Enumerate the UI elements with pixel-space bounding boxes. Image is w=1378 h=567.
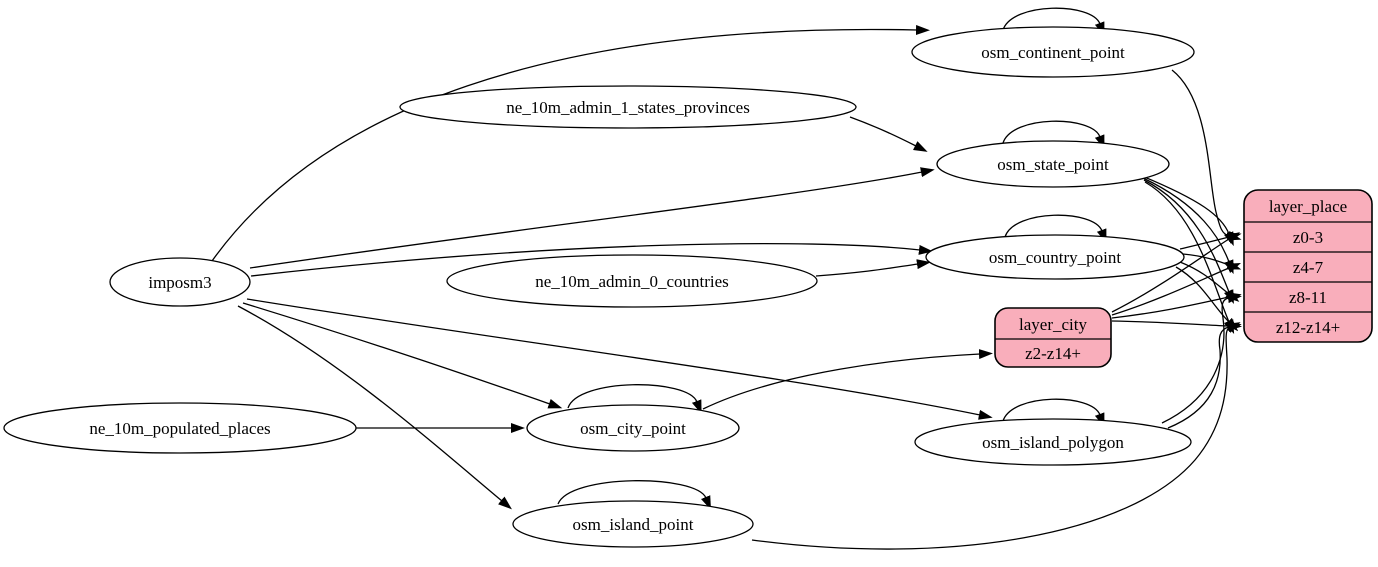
edge-osm_country_point-layer_place-z12-z14+ bbox=[1175, 266, 1239, 332]
edge-osm_island_point-layer_place-z12-z14+ bbox=[751, 322, 1241, 550]
edge-osm_country_point-layer_place-z8-11 bbox=[1179, 261, 1240, 302]
edge-osm_continent_point-layer_place-z0-3 bbox=[1171, 69, 1242, 241]
edge-imposm3-osm_country_point bbox=[250, 242, 933, 277]
node-ne_10m_populated_places-label: ne_10m_populated_places bbox=[89, 419, 270, 438]
node-osm_island_polygon-shape bbox=[914, 418, 1192, 466]
record-layer_place-box bbox=[1243, 189, 1373, 343]
edge-layer_city-layer_place-z0-3 bbox=[1111, 232, 1241, 313]
record-layer_place-row-z4-7: z4-7 bbox=[1293, 258, 1324, 277]
node-osm_country_point-label: osm_country_point bbox=[989, 248, 1121, 267]
node-osm_country_point-shape bbox=[925, 234, 1185, 280]
edge-imposm3-osm_continent_point bbox=[211, 24, 930, 262]
node-osm_state_point-label: osm_state_point bbox=[997, 155, 1109, 174]
edge-osm_state_point-layer_place-z8-11 bbox=[1143, 179, 1234, 305]
node-imposm3-label: imposm3 bbox=[148, 273, 211, 292]
edge-imposm3-osm_island_point bbox=[237, 305, 512, 510]
record-layer_place-title: layer_place bbox=[1269, 197, 1347, 216]
node-imposm3-shape bbox=[109, 257, 251, 307]
node-osm_island_polygon: osm_island_polygon bbox=[914, 418, 1192, 466]
node-osm_continent_point: osm_continent_point bbox=[911, 26, 1195, 78]
node-ne_10m_admin_1_states_provinces: ne_10m_admin_1_states_provinces bbox=[399, 85, 857, 129]
record-layer_city-title: layer_city bbox=[1019, 315, 1087, 334]
node-osm_city_point-label: osm_city_point bbox=[580, 419, 686, 438]
node-osm_country_point: osm_country_point bbox=[925, 234, 1185, 280]
node-ne_10m_populated_places-shape bbox=[3, 402, 357, 454]
edge-self-osm_city_point bbox=[567, 384, 702, 415]
node-ne_10m_admin_0_countries-shape bbox=[446, 254, 818, 308]
node-ne_10m_populated_places: ne_10m_populated_places bbox=[3, 402, 357, 454]
edge-self-osm_island_polygon bbox=[1002, 398, 1105, 428]
edge-self-osm_continent_point bbox=[1002, 7, 1105, 37]
edge-imposm3-osm_state_point bbox=[249, 167, 935, 269]
edge-osm_state_point-layer_place-z12-z14+ bbox=[1144, 181, 1235, 334]
node-osm_island_point-shape bbox=[512, 500, 754, 548]
record-layer_city-box bbox=[994, 307, 1112, 368]
edge-osm_island_polygon-layer_place-z12-z14+ bbox=[1167, 322, 1242, 429]
edge-self-osm_country_point bbox=[1004, 214, 1107, 244]
edge-osm_state_point-layer_place-z4-7 bbox=[1142, 177, 1234, 275]
record-layer_city-row-z2-z14+: z2-z14+ bbox=[1025, 344, 1081, 363]
edge-osm_island_polygon-layer_place-z8-11 bbox=[1161, 293, 1242, 424]
edge-ne_10m_admin_0_countries-osm_country_point bbox=[815, 259, 931, 277]
record-layer_city: layer_city z2-z14+ bbox=[994, 307, 1112, 368]
node-osm_island_point-label: osm_island_point bbox=[573, 515, 694, 534]
node-ne_10m_admin_1_states_provinces-shape bbox=[399, 85, 857, 129]
record-layer_place-row-z0-3: z0-3 bbox=[1293, 228, 1323, 247]
node-osm_state_point: osm_state_point bbox=[936, 140, 1170, 188]
node-ne_10m_admin_1_states_provinces-label: ne_10m_admin_1_states_provinces bbox=[506, 98, 750, 117]
edge-layer_city-layer_place-z12-z14+ bbox=[1111, 320, 1242, 331]
record-layer_place-row-z12-z14+: z12-z14+ bbox=[1276, 318, 1340, 337]
node-osm_state_point-shape bbox=[936, 140, 1170, 188]
edge-ne_10m_admin_1_states_provinces-osm_state_point bbox=[849, 116, 928, 152]
record-layer_place: layer_place z0-3 z4-7 z8-11 z12-z14+ bbox=[1243, 189, 1373, 343]
edge-osm_state_point-layer_place-z0-3 bbox=[1141, 175, 1234, 247]
node-ne_10m_admin_0_countries-label: ne_10m_admin_0_countries bbox=[535, 272, 729, 291]
edge-imposm3-osm_city_point bbox=[242, 302, 563, 409]
edge-layer_city-layer_place-z8-11 bbox=[1111, 292, 1242, 319]
node-imposm3: imposm3 bbox=[109, 257, 251, 307]
edge-self-osm_island_point bbox=[557, 480, 712, 510]
edge-imposm3-osm_island_polygon bbox=[246, 298, 993, 420]
node-osm_continent_point-shape bbox=[911, 26, 1195, 78]
node-osm_island_polygon-label: osm_island_polygon bbox=[982, 433, 1124, 452]
node-osm_city_point-shape bbox=[526, 404, 740, 452]
node-osm_city_point: osm_city_point bbox=[526, 404, 740, 452]
edge-layer_city-layer_place-z4-7 bbox=[1111, 262, 1241, 316]
edge-self-osm_state_point bbox=[1002, 120, 1105, 150]
node-ne_10m_admin_0_countries: ne_10m_admin_0_countries bbox=[446, 254, 818, 308]
node-osm_island_point: osm_island_point bbox=[512, 500, 754, 548]
node-osm_continent_point-label: osm_continent_point bbox=[981, 43, 1125, 62]
record-layer_place-row-z8-11: z8-11 bbox=[1289, 288, 1327, 307]
edges-layer bbox=[211, 7, 1242, 550]
edge-osm_city_point-layer_city-z2-z14+ bbox=[702, 349, 993, 410]
